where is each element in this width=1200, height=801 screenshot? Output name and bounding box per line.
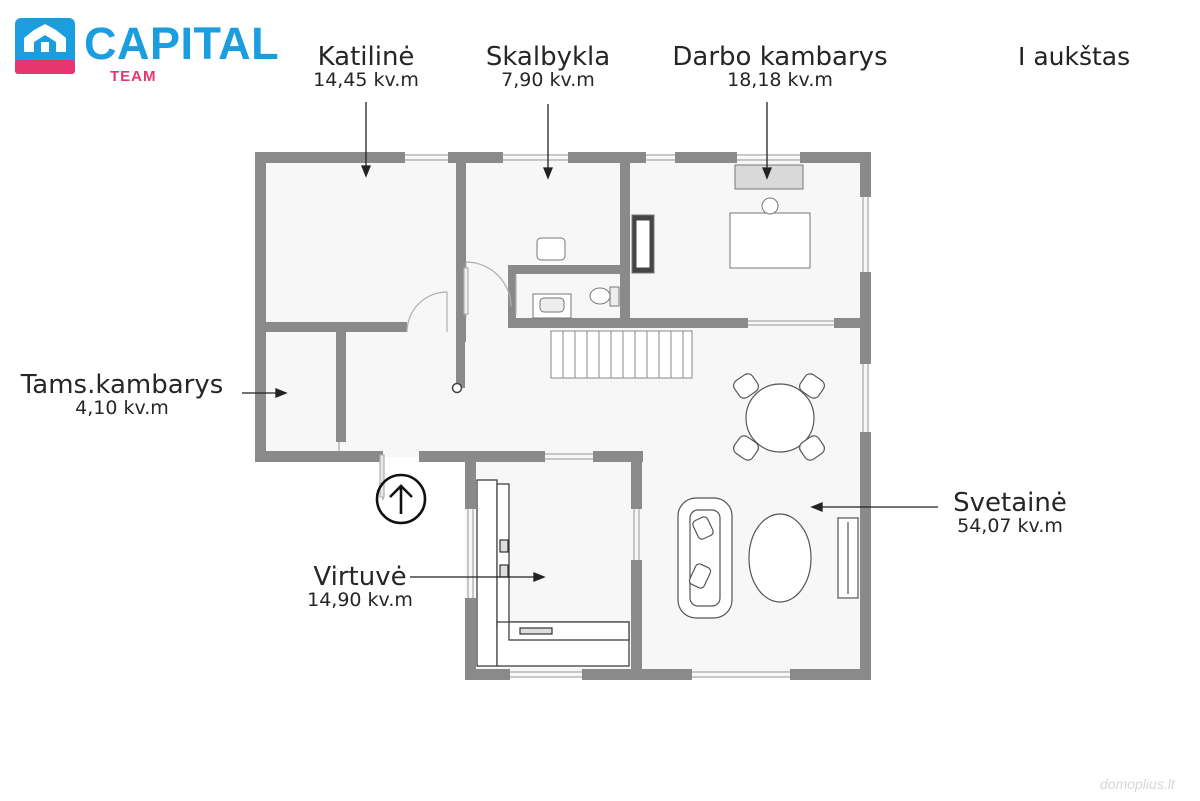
room-area: 18,18 kv.m	[727, 69, 833, 92]
room-label-katiline: Katilinė 14,45 kv.m	[296, 42, 436, 92]
label-pointers	[242, 102, 938, 582]
logo-name: CAPITAL	[84, 18, 280, 69]
office-furniture	[631, 164, 811, 274]
house-logo-icon	[15, 18, 75, 74]
walls	[255, 152, 871, 680]
room-label-svetaine: Svetainė 54,07 kv.m	[940, 488, 1080, 538]
entrance-arrow-icon	[375, 473, 427, 525]
room-label-tams: Tams.kambarys 4,10 kv.m	[4, 370, 240, 420]
room-name: Katilinė	[317, 42, 415, 72]
capital-team-logo[interactable]: CAPITAL TEAM	[14, 12, 284, 85]
room-area: 7,90 kv.m	[501, 69, 595, 92]
room-area: 14,45 kv.m	[313, 69, 419, 92]
room-area: 4,10 kv.m	[75, 397, 169, 420]
dining-set	[733, 373, 825, 461]
watermark: domoplius.lt	[1100, 776, 1175, 792]
living-furniture	[677, 497, 859, 619]
room-name: Skalbykla	[485, 42, 611, 72]
room-label-darbo: Darbo kambarys 18,18 kv.m	[650, 42, 910, 92]
room-name: Tams.kambarys	[20, 370, 224, 400]
windows	[338, 154, 869, 678]
kitchen-units	[476, 479, 630, 667]
room-area: 54,07 kv.m	[957, 515, 1063, 538]
floor-label: I aukštas	[1018, 42, 1131, 71]
doors	[379, 261, 517, 500]
room-label-virtuve: Virtuvė 14,90 kv.m	[290, 562, 430, 612]
laundry-fixtures	[532, 237, 620, 319]
room-name: Svetainė	[953, 488, 1067, 518]
room-name: Darbo kambarys	[672, 42, 888, 72]
room-label-skalbykla: Skalbykla 7,90 kv.m	[476, 42, 620, 92]
room-area: 14,90 kv.m	[307, 589, 413, 612]
logo-team: TEAM	[110, 68, 157, 85]
staircase	[550, 330, 693, 379]
room-name: Virtuvė	[313, 562, 407, 592]
